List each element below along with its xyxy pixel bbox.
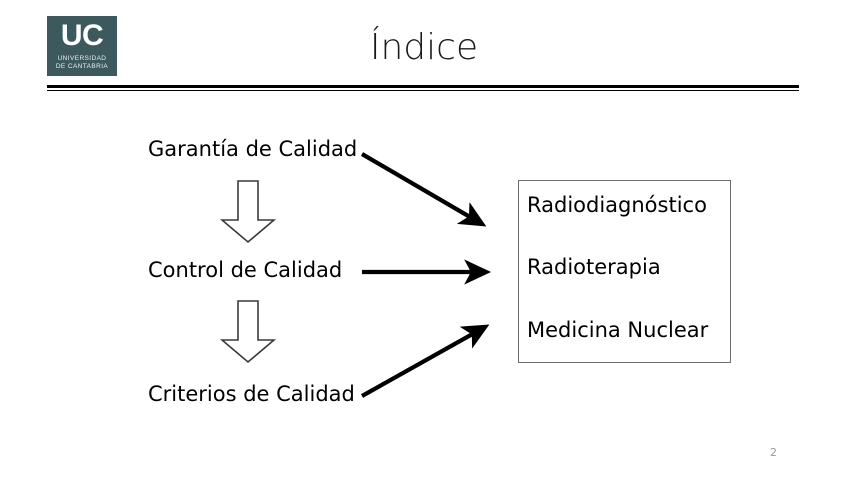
uc-logo: UC UNIVERSIDAD DE CANTABRIA (47, 16, 117, 76)
flow-step-garantia-de-calidad: Garantía de Calidad (148, 137, 358, 161)
arrow-garantia-to-box (360, 152, 487, 227)
header-rule-thick (47, 85, 799, 88)
page-number: 2 (770, 446, 777, 459)
box-item-radioterapia: Radioterapia (527, 255, 661, 279)
box-item-medicina-nuclear: Medicina Nuclear (527, 318, 709, 342)
header-rule-thin (47, 90, 799, 91)
down-arrow-icon (220, 180, 276, 244)
flow-step-control-de-calidad: Control de Calidad (148, 258, 343, 282)
flow-step-criterios-de-calidad: Criterios de Calidad (148, 382, 355, 406)
uc-logo-initials: UC (60, 19, 104, 52)
uc-logo-subtitle: UNIVERSIDAD DE CANTABRIA (55, 55, 109, 70)
down-arrow-icon (220, 300, 276, 364)
page-title: Índice (369, 27, 479, 68)
applications-box: Radiodiagnóstico Radioterapia Medicina N… (518, 180, 731, 363)
box-item-radiodiagnostico: Radiodiagnóstico (527, 193, 707, 217)
arrow-criterios-to-box (360, 324, 490, 398)
